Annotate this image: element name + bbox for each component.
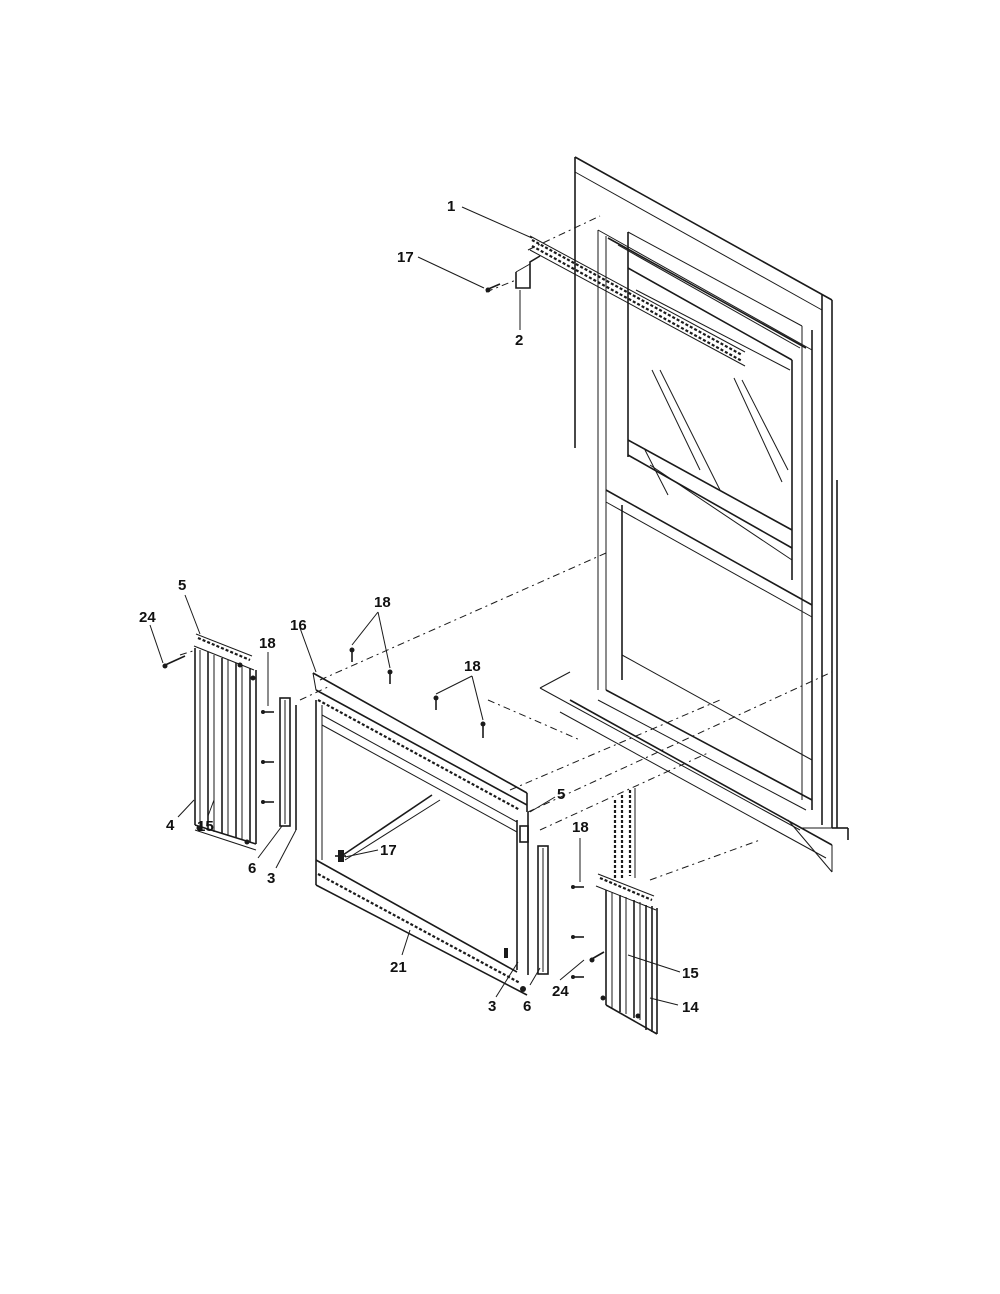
upper-sash-glass <box>627 267 793 580</box>
window-frame <box>539 156 849 873</box>
callout-15: 15 <box>682 965 699 982</box>
screw-24-right <box>589 951 605 963</box>
seal-strip-6-left <box>279 697 291 827</box>
top-rail-part-1 <box>529 235 746 367</box>
callout-2: 2 <box>515 332 523 349</box>
callout-15: 15 <box>197 818 214 835</box>
lower-sash <box>597 489 813 811</box>
callout-5: 5 <box>178 577 186 594</box>
window-sill <box>539 671 849 873</box>
callout-24: 24 <box>552 983 569 1000</box>
callout-16: 16 <box>290 617 307 634</box>
screws-18-right <box>571 885 584 979</box>
bracket-5-right <box>519 825 529 843</box>
callout-18: 18 <box>259 635 276 652</box>
cabinet-frame <box>312 672 529 996</box>
callout-5: 5 <box>557 786 565 803</box>
callout-1: 1 <box>447 198 455 215</box>
screw-24-left <box>162 655 186 669</box>
right-curtain-panel <box>595 788 658 1035</box>
callout-6: 6 <box>523 998 531 1015</box>
callout-3: 3 <box>488 998 496 1015</box>
callout-17: 17 <box>380 842 397 859</box>
callout-labels: 1 17 2 5 24 18 16 18 18 4 15 6 3 5 17 18… <box>139 198 699 1016</box>
callout-14: 14 <box>682 999 699 1016</box>
bracket-part-2 <box>515 255 541 289</box>
callout-17: 17 <box>397 249 414 266</box>
alignment-lines <box>179 215 833 881</box>
callout-18: 18 <box>374 594 391 611</box>
callout-24: 24 <box>139 609 156 626</box>
callout-3: 3 <box>267 870 275 887</box>
leader-lines <box>149 206 681 1006</box>
callout-18: 18 <box>464 658 481 675</box>
screws-18-left <box>261 710 274 804</box>
seal-strip-6-right <box>537 845 549 975</box>
callout-4: 4 <box>166 817 175 834</box>
callout-6: 6 <box>248 860 256 877</box>
callout-18: 18 <box>572 819 589 836</box>
left-curtain-panel <box>193 633 257 851</box>
callout-21: 21 <box>390 959 407 976</box>
screws-18-top-center <box>349 647 486 738</box>
screw-17-inside <box>335 850 346 862</box>
